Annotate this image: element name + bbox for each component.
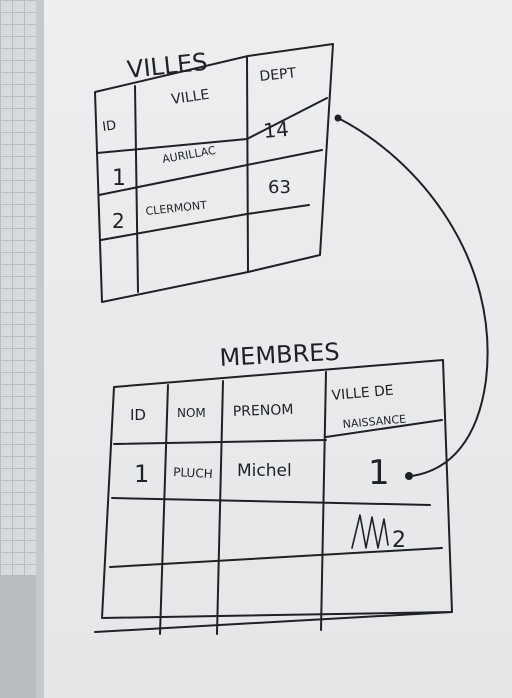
villes-header-ville: VILLE xyxy=(170,87,210,108)
villes-table-frame xyxy=(94,43,334,303)
membres-row1-id: 1 xyxy=(134,460,149,488)
membres-row1-prenom: Michel xyxy=(237,461,292,481)
membres-row2-ville: 2 xyxy=(392,528,406,553)
arrow-start-dot xyxy=(334,114,342,122)
villes-row1-dept: 14 xyxy=(262,117,289,143)
villes-row-line-3 xyxy=(100,204,310,241)
membres-header-ville-de: VILLE DE xyxy=(331,383,394,404)
foreign-key-arrow xyxy=(337,117,489,477)
villes-header-id: ID xyxy=(101,118,117,135)
villes-row-line-2 xyxy=(98,149,323,196)
membres-header-line xyxy=(113,439,327,445)
membres-header-id: ID xyxy=(130,406,146,424)
villes-row-line-1 xyxy=(96,97,328,154)
villes-header-dept: DEPT xyxy=(259,65,298,85)
villes-row2-ville: CLERMONT xyxy=(145,199,208,218)
membres-col-line-3 xyxy=(320,371,327,631)
membres-header-naissance: NAISSANCE xyxy=(342,412,406,430)
villes-row1-id: 1 xyxy=(112,166,126,191)
membres-row-line-2 xyxy=(109,547,443,568)
membres-bottom-line xyxy=(94,611,453,633)
membres-col-line-1 xyxy=(159,384,169,635)
membres-title: MEMBRES xyxy=(219,338,340,372)
membres-table-frame xyxy=(101,359,453,619)
villes-table xyxy=(94,43,334,303)
membres-header-nom: NOM xyxy=(177,406,206,420)
scribble-mark xyxy=(351,514,389,549)
membres-row-line-1 xyxy=(111,497,431,506)
villes-title: VILLES xyxy=(126,48,209,84)
membres-header-line-right xyxy=(325,419,443,438)
membres-row1-nom: PLUCH xyxy=(173,465,213,481)
whiteboard xyxy=(44,0,512,698)
arrow-end-dot xyxy=(405,472,413,480)
villes-row2-dept: 63 xyxy=(268,177,291,198)
villes-row2-id: 2 xyxy=(112,209,125,233)
membres-col-line-2 xyxy=(216,380,224,635)
membres-table xyxy=(94,359,453,635)
membres-header-prenom: PRENOM xyxy=(233,402,294,420)
membres-row1-ville: 1 xyxy=(368,453,390,493)
villes-col-line-1 xyxy=(134,85,139,293)
